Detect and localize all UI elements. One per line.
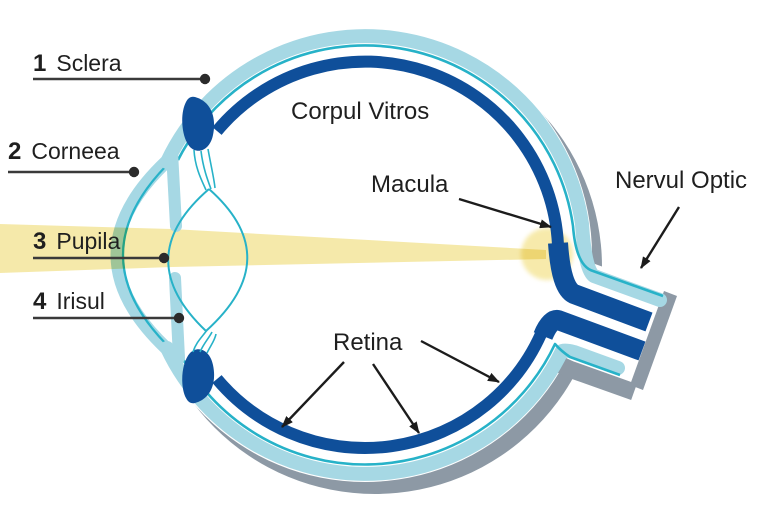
lens-back-surface [205, 188, 249, 332]
label-pupila: 3 Pupila [33, 228, 120, 255]
label-corpul-vitros: Corpul Vitros [291, 98, 430, 125]
retina-band-bottom [212, 331, 547, 454]
sclera-band-top [160, 29, 667, 307]
annotation-arrows [281, 197, 681, 434]
iris-top [166, 146, 182, 232]
leader-lines [8, 77, 205, 320]
zonule-fibers [192, 148, 217, 354]
label-irisul: 4 Irisul [33, 288, 105, 315]
label-sclera-number: 1 [33, 50, 47, 77]
label-pupila-text: Pupila [56, 228, 121, 254]
ciliary-body-top [182, 96, 215, 151]
leader-dot-corneea [128, 166, 140, 178]
label-pupila-number: 3 [33, 228, 47, 255]
label-retina: Retina [333, 329, 403, 356]
label-sclera-text: Sclera [56, 50, 122, 76]
optic-nerve-shadow-endcap [630, 291, 677, 390]
optic-nerve-band-bottom [533, 309, 646, 361]
retina-band-top [212, 55, 564, 246]
sclera-lining-bottom [176, 342, 621, 466]
label-corneea-text: Corneea [31, 138, 120, 164]
label-irisul-text: Irisul [56, 288, 105, 314]
leader-dot-pupila [158, 252, 170, 264]
label-corneea: 2 Corneea [8, 138, 120, 165]
light-beam [0, 224, 546, 273]
label-irisul-number: 4 [33, 288, 47, 315]
leader-dots [128, 73, 211, 324]
leader-dot-irisul [173, 312, 185, 324]
sclera-lining-top [176, 44, 664, 298]
label-sclera: 1 Sclera [33, 50, 122, 77]
retina-arrow-right-icon [420, 339, 500, 384]
label-macula: Macula [371, 171, 449, 198]
label-corneea-number: 2 [8, 138, 22, 165]
macula-arrow-icon [458, 197, 552, 229]
optic-nerve-band-top [548, 242, 653, 332]
leader-dot-sclera [199, 73, 211, 85]
ciliary-body-bottom [182, 349, 215, 404]
nervul-optic-arrow-icon [639, 206, 681, 269]
retina-arrow-middle-icon [372, 363, 420, 434]
optic-nerve-underlay [539, 257, 665, 391]
label-nervul-optic: Nervul Optic [615, 167, 748, 194]
retina-arrow-left-icon [281, 361, 345, 428]
